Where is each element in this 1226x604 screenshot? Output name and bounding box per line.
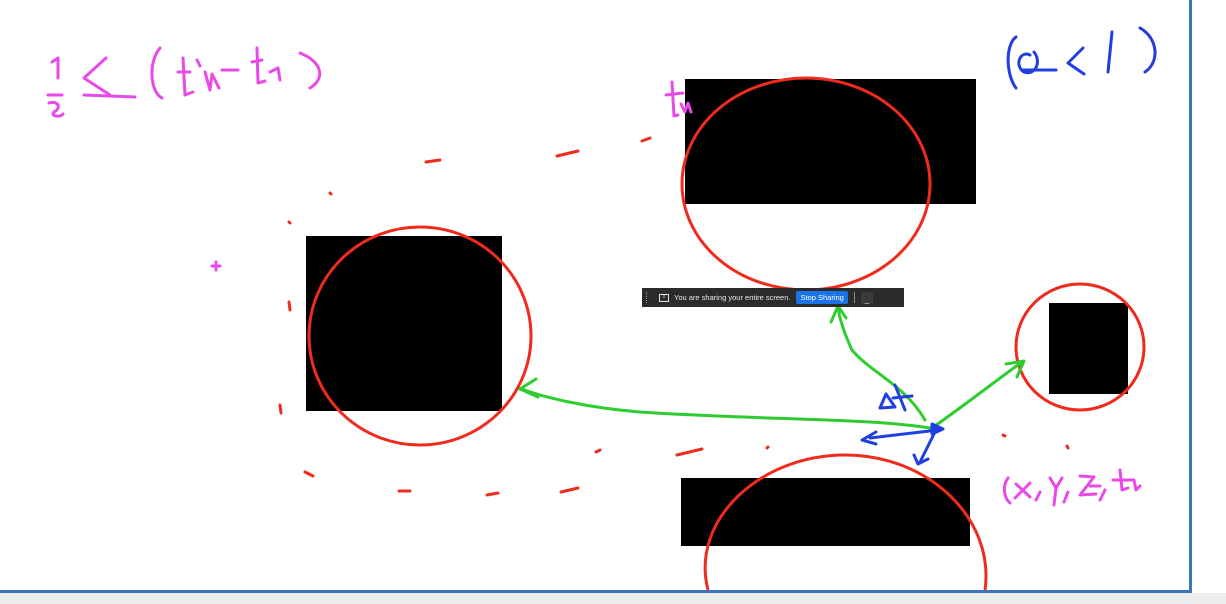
hide-bar-button[interactable]: _ xyxy=(860,291,873,304)
window-bottom-edge xyxy=(0,593,1226,604)
screen-share-bar: ⇧ You are sharing your entire screen. St… xyxy=(642,288,904,307)
red-circle-top xyxy=(680,76,932,292)
window-margin xyxy=(1192,0,1226,593)
share-status-text: You are sharing your entire screen. xyxy=(674,293,791,302)
blue-ink xyxy=(860,26,1157,466)
red-dashed-ring xyxy=(278,136,1070,497)
red-circle-right xyxy=(1014,282,1146,412)
redacted-block-top xyxy=(685,79,976,204)
screen-share-icon: ⇧ xyxy=(659,293,669,302)
ink-annotations-layer xyxy=(46,26,1157,591)
redacted-block-bottom xyxy=(681,478,970,546)
whiteboard-canvas[interactable] xyxy=(0,0,1192,593)
redacted-block-right xyxy=(1049,303,1128,394)
red-circle-bottom xyxy=(703,453,988,591)
stop-sharing-button[interactable]: Stop Sharing xyxy=(796,291,848,304)
red-circle-left xyxy=(307,225,533,447)
green-arrows xyxy=(518,304,1026,430)
magenta-ink xyxy=(46,46,1142,507)
bar-divider xyxy=(853,292,855,303)
redacted-block-left xyxy=(306,236,502,411)
drag-handle[interactable] xyxy=(646,292,653,303)
